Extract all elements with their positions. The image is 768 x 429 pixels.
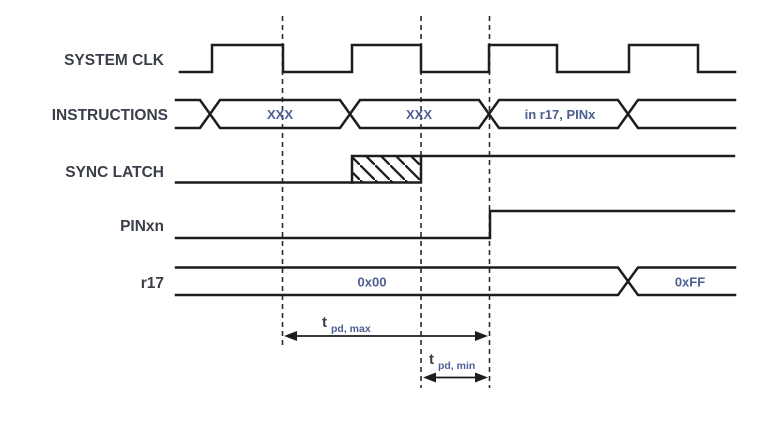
signal-label-pinxn: PINxn (120, 218, 164, 235)
r17-bus-line-a (174, 266, 737, 297)
tpd-min-base-text: t (429, 351, 434, 368)
pinxn-waveform (174, 209, 736, 240)
annotation-tpd-max: t pd, max (284, 314, 488, 341)
sync-latch-metastable-region (350, 154, 423, 184)
tpd-max-arrowhead-right (475, 331, 488, 341)
signal-row-pinxn: PINxn (120, 209, 736, 240)
tpd-min-subscript-text: pd, min (438, 360, 475, 372)
instructions-value-3: in r17, PINx (525, 107, 597, 122)
annotation-tpd-min: t pd, min (423, 351, 488, 383)
r17-value-2: 0xFF (675, 275, 705, 290)
tpd-max-arrowhead-left (284, 331, 297, 341)
signal-row-instructions: INSTRUCTIONS XXX XXX in r17, PINx (52, 98, 737, 130)
signal-label-instructions: INSTRUCTIONS (52, 107, 168, 124)
instructions-bus-line-a (174, 98, 737, 130)
tpd-min-arrowhead-right (475, 372, 488, 383)
signal-row-r17: r17 0x00 0xFF (141, 266, 737, 297)
signal-row-sync-latch: SYNC LATCH (65, 154, 736, 184)
tpd-max-subscript-text: pd, max (331, 323, 371, 335)
r17-value-1: 0x00 (358, 275, 387, 290)
tpd-min-arrowhead-left (423, 372, 436, 383)
r17-bus-line-b (174, 266, 737, 297)
signal-label-r17: r17 (141, 275, 164, 292)
signal-label-sync-latch: SYNC LATCH (65, 164, 164, 181)
instructions-value-2: XXX (406, 107, 432, 122)
instructions-bus-line-b (174, 98, 737, 130)
signal-label-system-clk: SYSTEM CLK (64, 52, 165, 69)
instructions-value-1: XXX (267, 107, 293, 122)
system-clk-waveform (178, 43, 737, 74)
signal-row-system-clk: SYSTEM CLK (64, 43, 737, 74)
tpd-max-base-text: t (322, 314, 327, 331)
